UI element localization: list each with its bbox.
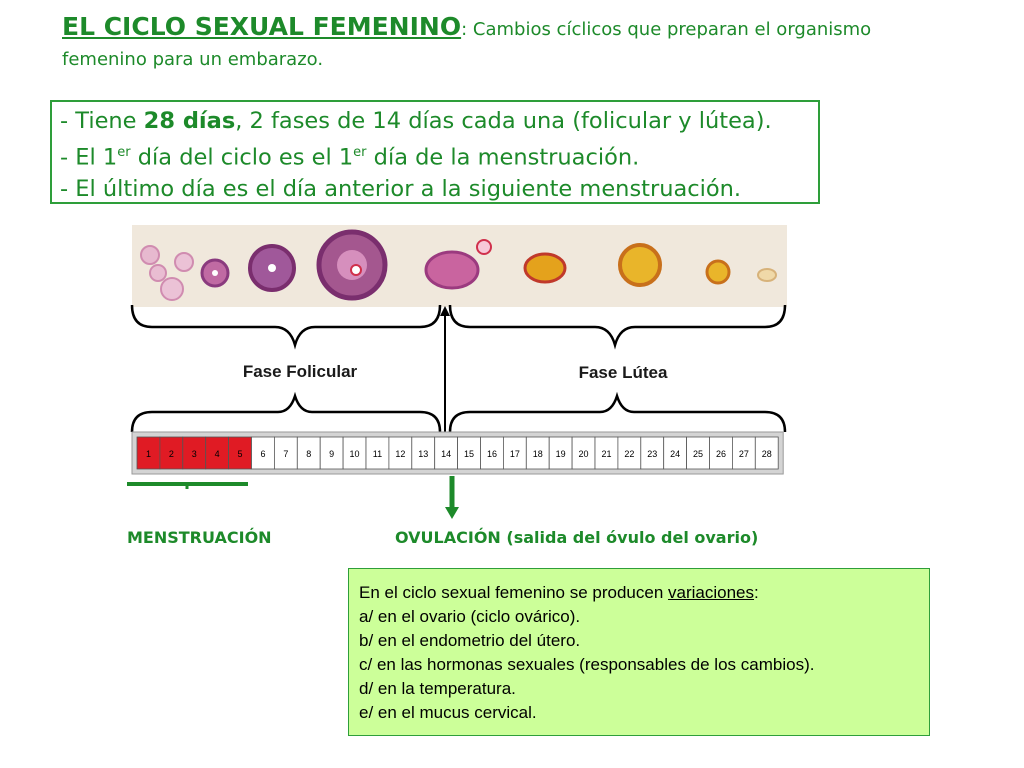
day-label-5: 5 [238, 449, 243, 459]
follicle-oocyte-5 [212, 270, 218, 276]
day-label-14: 14 [441, 449, 451, 459]
phase-follicular-label: Fase Folicular [243, 362, 358, 381]
fact-line-1: - Tiene 28 días, 2 fases de 14 días cada… [60, 106, 810, 137]
corpus-luteum-3 [705, 259, 731, 285]
day-label-2: 2 [169, 449, 174, 459]
variations-intro-post: : [754, 583, 759, 602]
follicular-top-brace [130, 304, 442, 350]
released-ovum [476, 239, 492, 255]
day-cell-28 [754, 436, 779, 470]
fact-line-1-post: , 2 fases de 14 días cada una (folicular… [235, 108, 772, 134]
fact-line-2-sup2: er [353, 145, 367, 160]
fact-line-2: - El 1er día del ciclo es el 1er día de … [60, 137, 810, 174]
day-label-12: 12 [395, 449, 405, 459]
page-subtitle-line2: femenino para un embarazo. [62, 49, 324, 70]
follicle-image-3 [160, 277, 184, 301]
day-label-13: 13 [418, 449, 428, 459]
day-label-23: 23 [647, 449, 657, 459]
day-label-8: 8 [306, 449, 311, 459]
follicular-bottom-brace [130, 391, 442, 433]
follicle-image-4 [174, 252, 194, 272]
fact-line-3: - El último día es el día anterior a la … [60, 175, 742, 202]
day-label-3: 3 [192, 449, 197, 459]
day-label-21: 21 [601, 449, 611, 459]
day-label-24: 24 [670, 449, 680, 459]
day-label-1: 1 [146, 449, 151, 459]
ovulation-divider-arrowhead [440, 306, 450, 316]
day-label-10: 10 [350, 449, 360, 459]
facts-box: - Tiene 28 días, 2 fases de 14 días cada… [50, 100, 820, 204]
variation-item-d: d/ en la temperatura. [359, 679, 516, 698]
follicle-image-1 [140, 245, 160, 265]
fact-line-1-bold: 28 días [143, 108, 236, 134]
day-label-17: 17 [510, 449, 520, 459]
menstruation-label: MENSTRUACIÓN [127, 528, 272, 547]
day-label-18: 18 [533, 449, 543, 459]
day-label-7: 7 [283, 449, 288, 459]
corpus-albicans [757, 268, 777, 282]
variations-intro-underlined: variaciones [668, 583, 755, 602]
day-label-6: 6 [260, 449, 265, 459]
page-title: EL CICLO SEXUAL FEMENINO [62, 12, 462, 41]
ovulating-follicle [424, 250, 480, 290]
luteal-top-brace [448, 304, 787, 350]
page-subtitle-line1: : Cambios cíclicos que preparan el organ… [461, 19, 872, 40]
fact-line-2-mid: día del ciclo es el 1 [130, 144, 354, 171]
variation-item-b: b/ en el endometrio del útero. [359, 631, 581, 650]
ovulation-arrow-head [445, 507, 459, 519]
variations-box: En el ciclo sexual femenino se producen … [348, 568, 930, 736]
day-label-26: 26 [716, 449, 726, 459]
follicle-antrum-7 [337, 250, 367, 280]
day-label-28: 28 [762, 449, 772, 459]
variations-intro: En el ciclo sexual femenino se producen … [359, 581, 919, 605]
title-block: EL CICLO SEXUAL FEMENINO: Cambios cíclic… [62, 12, 992, 75]
day-label-16: 16 [487, 449, 497, 459]
variation-item-c: c/ en las hormonas sexuales (responsable… [359, 655, 815, 674]
day-label-25: 25 [693, 449, 703, 459]
follicle-image-2 [149, 264, 167, 282]
day-label-15: 15 [464, 449, 474, 459]
corpus-luteum-1 [523, 252, 567, 284]
day-label-11: 11 [373, 449, 382, 459]
phase-luteal-label: Fase Lútea [579, 363, 668, 382]
ovulation-label: OVULACIÓN (salida del óvulo del ovario) [395, 528, 759, 547]
fact-line-2-pre: - El 1 [60, 144, 118, 171]
variation-item-a: a/ en el ovario (ciclo ovárico). [359, 607, 581, 626]
fact-line-1-pre: - Tiene [60, 108, 144, 134]
follicle-oocyte-7 [350, 264, 362, 276]
follicle-oocyte-6 [268, 264, 276, 272]
day-label-22: 22 [624, 449, 634, 459]
day-label-19: 19 [556, 449, 566, 459]
day-label-20: 20 [579, 449, 589, 459]
fact-line-2-post: día de la menstruación. [366, 144, 640, 171]
day-label-4: 4 [215, 449, 220, 459]
luteal-bottom-brace [448, 391, 787, 433]
variations-intro-pre: En el ciclo sexual femenino se producen [359, 583, 669, 602]
fact-line-2-sup1: er [117, 145, 131, 160]
variation-item-e: e/ en el mucus cervical. [359, 703, 537, 722]
corpus-luteum-2 [618, 243, 662, 287]
ovary-follicle-images [140, 229, 777, 301]
day-label-27: 27 [739, 449, 749, 459]
day-label-9: 9 [329, 449, 334, 459]
